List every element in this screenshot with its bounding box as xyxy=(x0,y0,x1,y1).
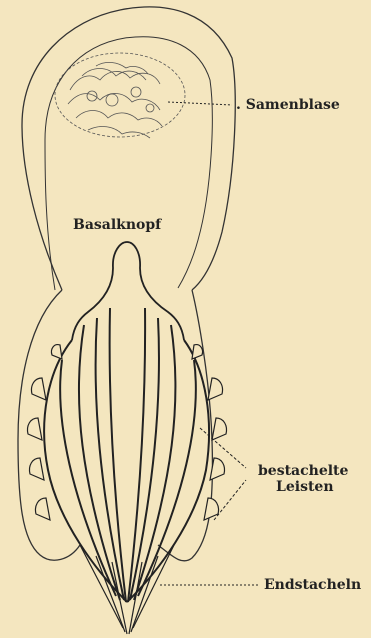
label-bestachelte: bestachelte xyxy=(258,463,348,479)
label-endstacheln: Endstacheln xyxy=(264,577,361,593)
label-samenblase: . Samenblase xyxy=(236,97,340,113)
label-samenblase-dot: . xyxy=(236,97,246,113)
label-leisten: Leisten xyxy=(276,479,334,495)
label-basalknopf: Basalknopf xyxy=(73,217,161,233)
label-samenblase-text: Samenblase xyxy=(246,97,340,113)
